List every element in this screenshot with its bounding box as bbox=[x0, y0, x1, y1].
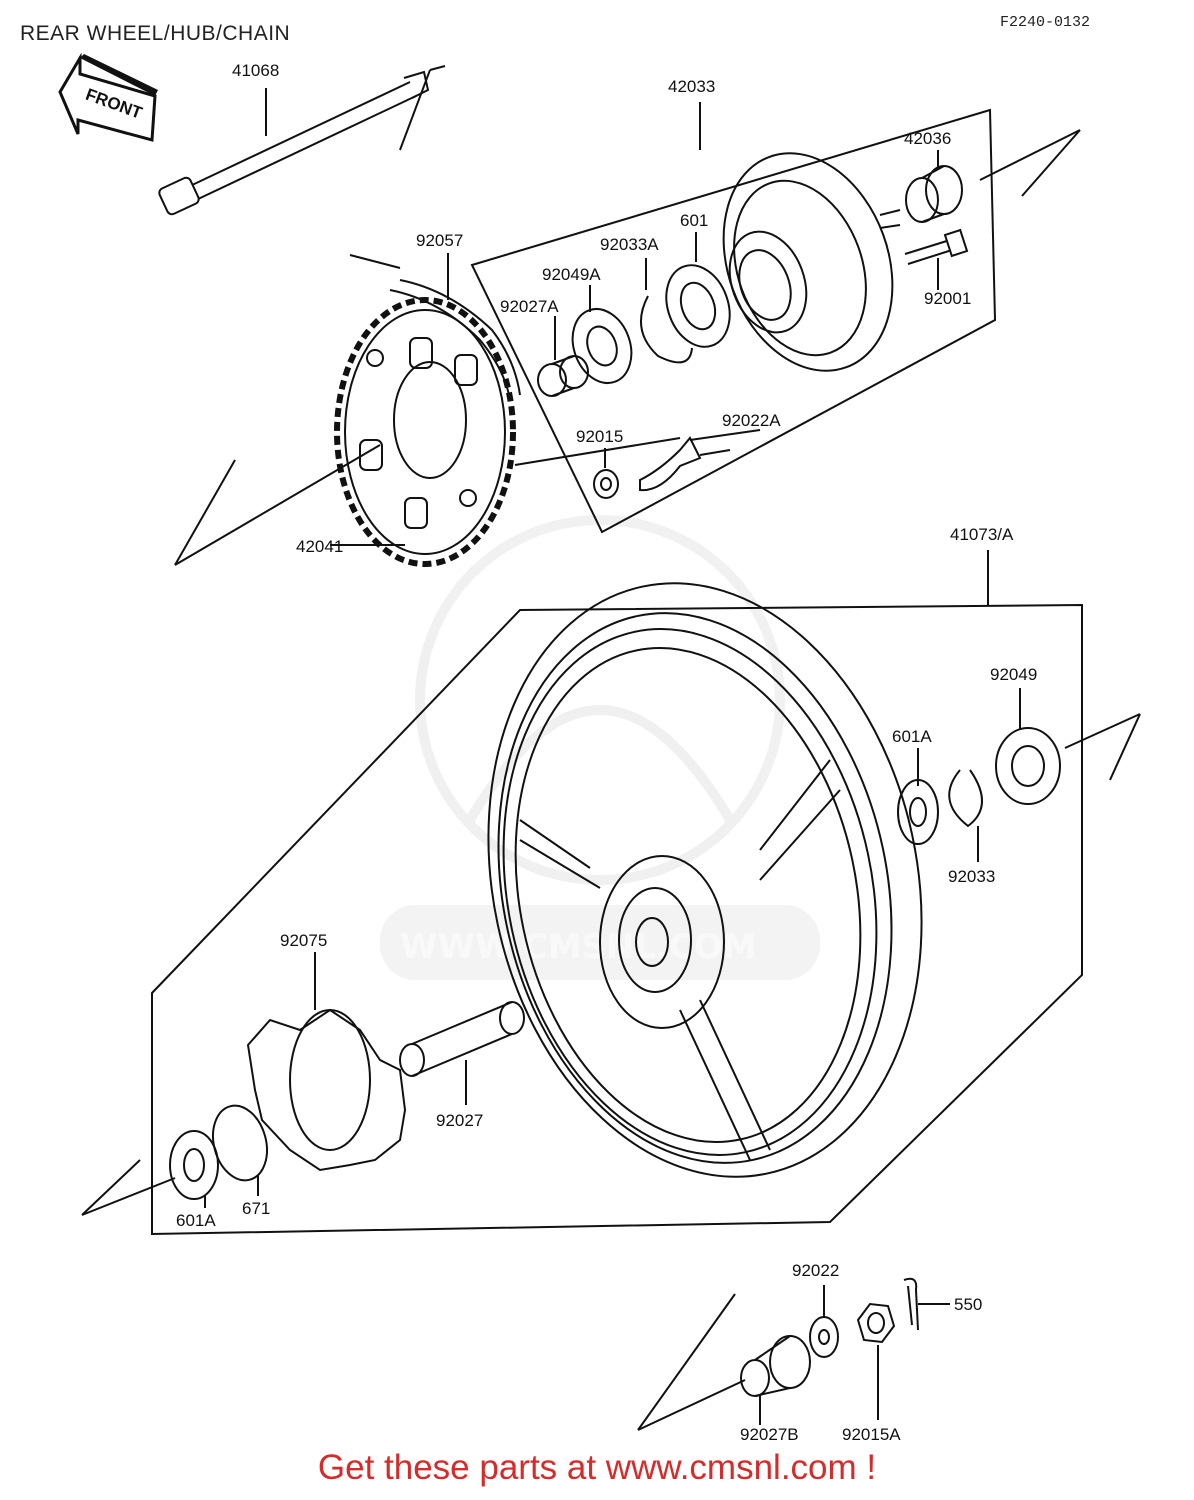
label-92027: 92027 bbox=[436, 1111, 483, 1130]
label-92015a: 92015A bbox=[842, 1425, 901, 1444]
label-671: 671 bbox=[242, 1199, 270, 1218]
wheel-oil-seal bbox=[995, 727, 1061, 805]
label-92027a: 92027A bbox=[500, 297, 559, 316]
label-41068: 41068 bbox=[232, 61, 279, 80]
watermark-text: WWW.CMSNL.COM bbox=[400, 927, 757, 967]
sprocket-hub bbox=[722, 152, 901, 372]
axle-nut bbox=[856, 1302, 896, 1344]
front-direction-arrow: FRONT bbox=[58, 52, 158, 142]
sprocket-nut bbox=[593, 469, 619, 499]
label-92022: 92022 bbox=[792, 1261, 839, 1280]
label-601a-left: 601A bbox=[176, 1211, 216, 1230]
label-42041: 42041 bbox=[296, 537, 343, 556]
label-92057: 92057 bbox=[416, 231, 463, 250]
label-92022a: 92022A bbox=[722, 411, 781, 430]
diagram-title: REAR WHEEL/HUB/CHAIN bbox=[20, 22, 291, 45]
label-42036: 42036 bbox=[904, 129, 951, 148]
sprocket-lock-washer bbox=[639, 436, 702, 492]
label-601a-right: 601A bbox=[892, 727, 932, 746]
axle-washer bbox=[809, 1316, 839, 1358]
hub-assembly-frame bbox=[470, 108, 997, 534]
label-92033a: 92033A bbox=[600, 235, 659, 254]
label-550: 550 bbox=[954, 1295, 982, 1314]
wheel-bearing-right bbox=[897, 779, 939, 845]
parts-promo-link[interactable]: Get these parts at www.cmsnl.com ! bbox=[317, 1448, 877, 1487]
drive-chain bbox=[349, 254, 521, 401]
part-labels: 41068 42033 42036 601 92033A 92057 92049… bbox=[176, 61, 1037, 1444]
axle-collar bbox=[740, 1335, 811, 1397]
label-42033: 42033 bbox=[668, 77, 715, 96]
label-92001: 92001 bbox=[924, 289, 971, 308]
label-92015: 92015 bbox=[576, 427, 623, 446]
wheel-assembly-frame bbox=[151, 603, 1083, 1236]
axle-sleeve bbox=[399, 1001, 525, 1077]
hub-circlip bbox=[640, 295, 693, 364]
label-92027b: 92027B bbox=[740, 1425, 799, 1444]
label-92049: 92049 bbox=[990, 665, 1037, 684]
hub-collar bbox=[905, 165, 963, 223]
rear-sprocket bbox=[334, 297, 516, 567]
cotter-pin bbox=[903, 1277, 919, 1331]
label-92049a: 92049A bbox=[542, 265, 601, 284]
watermark-logo bbox=[380, 515, 820, 980]
figure-reference-code: F2240-0132 bbox=[1000, 14, 1091, 31]
wheel-damper bbox=[246, 1008, 407, 1172]
label-92075: 92075 bbox=[280, 931, 327, 950]
hub-spacer bbox=[537, 355, 589, 397]
label-92033: 92033 bbox=[948, 867, 995, 886]
hub-oil-seal bbox=[571, 308, 633, 384]
label-41073a: 41073/A bbox=[950, 525, 1014, 544]
wheel-circlip bbox=[948, 769, 983, 828]
label-601: 601 bbox=[680, 211, 708, 230]
axle-shaft bbox=[158, 65, 446, 216]
hub-bearing bbox=[665, 264, 731, 348]
rear-wheel-rim bbox=[487, 582, 923, 1178]
damper-o-ring bbox=[212, 1104, 268, 1182]
wheel-bearing-left bbox=[169, 1130, 219, 1200]
hub-bolt bbox=[904, 228, 969, 265]
